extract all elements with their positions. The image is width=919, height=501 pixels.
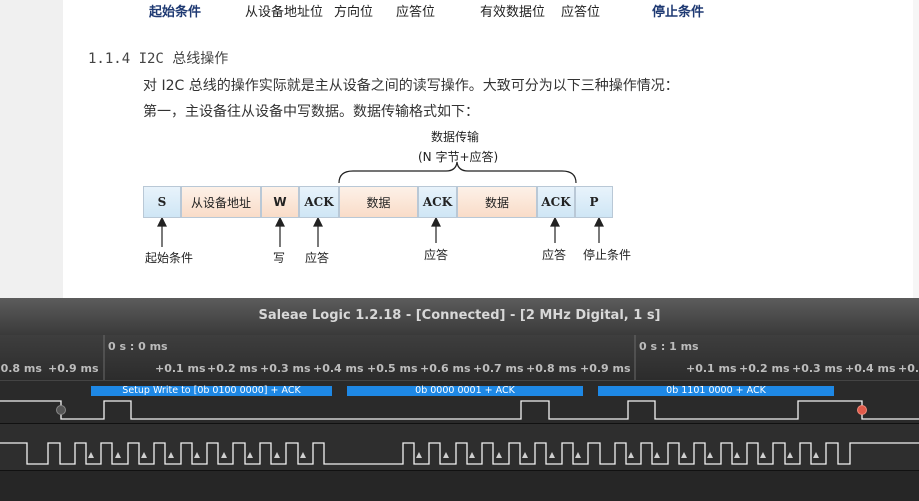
document-page: 起始条件 从设备地址位 方向位 应答位 有效数据位 应答位 停止条件 1.1.4…: [0, 0, 919, 298]
annotation-ack-3: 应答: [542, 248, 567, 262]
window-title: Saleae Logic 1.2.18 - [Connected] - [2 M…: [258, 308, 661, 323]
minor-tick: +0.5 ms: [367, 362, 418, 375]
frame-box-ack-2: ACK: [418, 186, 457, 218]
minor-tick: +0.2 ms: [207, 362, 258, 375]
page-edge: [913, 0, 919, 298]
decoded-frame-1[interactable]: Setup Write to [0b 0100 0000] + ACK: [91, 386, 332, 396]
waveforms: [0, 335, 919, 465]
minor-tick: +0.2 ms: [739, 362, 790, 375]
frame-box-ack-1: ACK: [299, 186, 339, 218]
minor-tick: +0.1 ms: [155, 362, 206, 375]
channel-scl-row[interactable]: [0, 424, 919, 471]
scl-waveform: [0, 442, 919, 465]
major-tick-1: 0 s : 1 ms: [639, 340, 699, 353]
stop-marker: [857, 405, 867, 415]
segment-ack-1: 应答位: [396, 5, 436, 20]
segment-ack-2: 应答位: [561, 5, 601, 20]
minor-tick: +0.1 ms: [686, 362, 737, 375]
annotation-write: 写: [273, 251, 286, 265]
minor-tick: +0.9 ms: [48, 362, 99, 375]
minor-tick: +0.3 ms: [792, 362, 843, 375]
clock-edge-arrows: [88, 452, 819, 458]
paragraph-2: 第一，主设备往从设备中写数据。数据传输格式如下：: [143, 104, 479, 120]
annotation-ack-2: 应答: [424, 248, 449, 262]
minor-tick: +0.6 ms: [420, 362, 471, 375]
frame-box-address: 从设备地址: [181, 186, 261, 218]
section-heading: 1.1.4 I2C 总线操作: [88, 51, 229, 67]
annotation-start: 起始条件: [145, 251, 194, 265]
segment-address: 从设备地址位: [245, 5, 324, 20]
segment-data: 有效数据位: [480, 5, 546, 20]
minor-tick: +0.4 ms: [313, 362, 364, 375]
brace-subtitle: (N 字节+应答): [418, 150, 499, 164]
minor-tick: -0.8 ms: [0, 362, 42, 375]
frame-box-stop: P: [575, 186, 613, 218]
start-marker: [56, 405, 66, 415]
sda-waveform: [0, 400, 919, 420]
frame-box-data-2: 数据: [457, 186, 537, 218]
paragraph-1: 对 I2C 总线的操作实际就是主从设备之间的读写操作。大致可分为以下三种操作情况…: [143, 78, 679, 94]
frame-box-start: S: [143, 186, 181, 218]
saleae-window: Saleae Logic 1.2.18 - [Connected] - [2 M…: [0, 298, 919, 501]
frame-box-ack-3: ACK: [537, 186, 575, 218]
brace-title: 数据传输: [431, 130, 480, 144]
time-ruler[interactable]: 0 s : 0 ms 0 s : 1 ms -0.8 ms +0.9 ms +0…: [0, 335, 919, 380]
brace-shape: [338, 161, 577, 184]
annotation-ack-1: 应答: [305, 251, 330, 265]
frame-box-write: W: [261, 186, 299, 218]
segment-start: 起始条件: [149, 5, 202, 20]
decoded-frame-2[interactable]: 0b 0000 0001 + ACK: [347, 386, 583, 396]
minor-tick: +0.4 ms: [845, 362, 896, 375]
minor-tick: +0.3 ms: [260, 362, 311, 375]
minor-tick: +0.7 ms: [473, 362, 524, 375]
minor-tick: +0.5: [898, 362, 919, 375]
channel-empty-row: [0, 471, 919, 501]
major-tick-0: 0 s : 0 ms: [108, 340, 168, 353]
minor-tick: +0.8 ms: [526, 362, 577, 375]
segment-stop: 停止条件: [652, 5, 705, 20]
annotation-stop: 停止条件: [583, 248, 632, 262]
segment-direction: 方向位: [334, 5, 374, 20]
page-margin: [0, 0, 63, 298]
decoded-frame-3[interactable]: 0b 1101 0000 + ACK: [598, 386, 834, 396]
minor-tick: +0.9 ms: [580, 362, 631, 375]
diagram-lines: [157, 161, 604, 247]
frame-box-data-1: 数据: [339, 186, 418, 218]
